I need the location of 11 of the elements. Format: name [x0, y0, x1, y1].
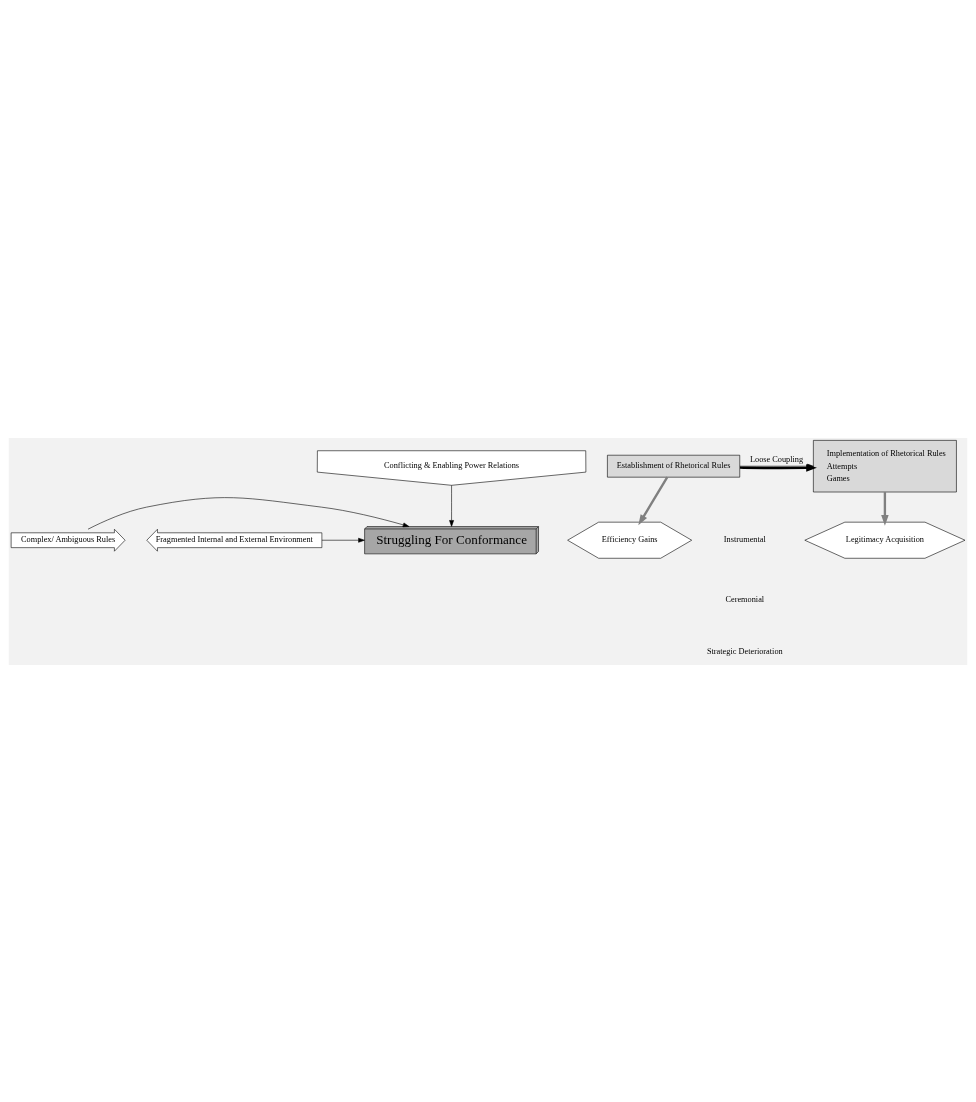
arrow	[87, 496, 410, 529]
label: Ceremonial	[725, 594, 765, 604]
arrow	[638, 476, 669, 525]
arrow	[881, 491, 889, 526]
node-box: Implementation of Rhetorical Rules Attempts Games	[813, 439, 957, 492]
arrow	[449, 484, 454, 527]
arrow	[321, 537, 365, 543]
label: Instrumental	[723, 534, 766, 544]
edge-label: Loose Coupling	[749, 454, 804, 464]
node-box: Establishment of Rhetorical Rules	[607, 454, 741, 477]
label: Strategic Deterioration	[706, 646, 783, 656]
